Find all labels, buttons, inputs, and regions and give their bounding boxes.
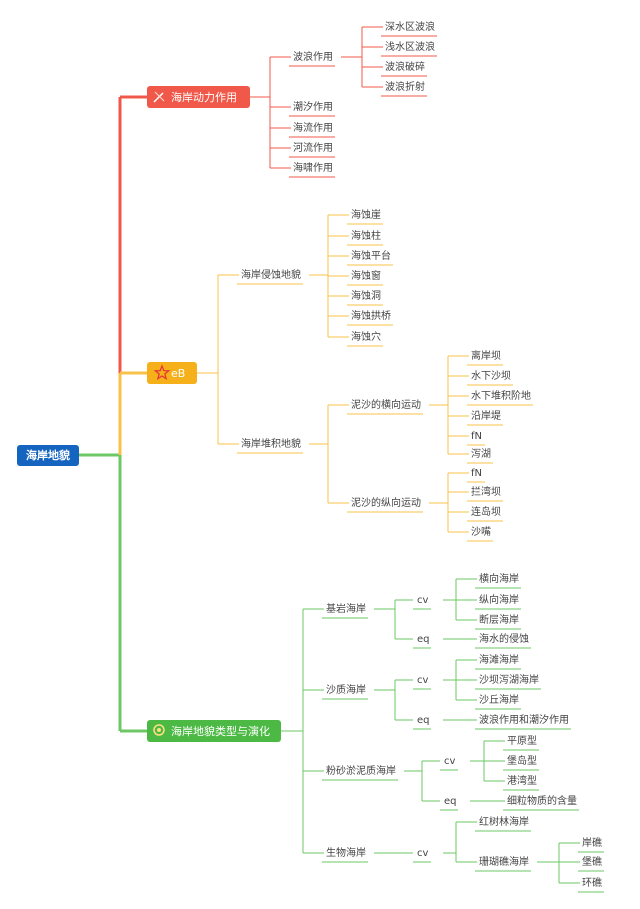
leaf-erosion-4: 海蚀洞 [351, 289, 381, 302]
branch-3-node[interactable] [147, 720, 281, 742]
leaf-erosion-2: 海蚀平台 [351, 249, 391, 262]
branch-2-label: eB [171, 367, 185, 380]
root-node[interactable] [17, 445, 79, 466]
node-eq-2: eq [444, 796, 457, 807]
node-cv-0: cv [417, 595, 428, 606]
mindmap-nodes: 海岸地貌 海岸动力作用 eB 海岸地貌类型与演化 波浪作用 深水区波浪浅水区波浪波浪破碎波… [17, 20, 602, 889]
leaf-coast-2-0-2: 港湾型 [507, 774, 537, 787]
connector-lines [79, 26, 604, 893]
node-dyn-4: 海啸作用 [293, 161, 333, 174]
leaf-coast-0-0-1: 纵向海岸 [479, 593, 519, 606]
leaf-reef-2: 环礁 [582, 876, 602, 889]
root-label: 海岸地貌 [26, 448, 70, 462]
leaf-coast-0-0-0: 横向海岸 [479, 572, 519, 585]
node-dyn-3: 河流作用 [293, 141, 333, 154]
leaf-coast-1-0-1: 沙坝泻湖海岸 [479, 673, 539, 686]
leaf-coast-2-0-1: 堡岛型 [507, 754, 537, 767]
node-sediment-0: 泥沙的横向运动 [351, 398, 421, 411]
leaf-coast-0-0-2: 断层海岸 [479, 613, 519, 626]
leaf-coast-2-0-0: 平原型 [507, 734, 537, 747]
node-eq-1: eq [417, 715, 430, 726]
node-coast-type-2: 粉砂淤泥质海岸 [326, 764, 396, 777]
leaf-sediment-0-2: 水下堆积阶地 [471, 389, 531, 402]
node-dyn-2: 海流作用 [293, 121, 333, 134]
leaf-wave-3: 波浪折射 [385, 80, 425, 93]
leaf-coast-3-0-0: 红树林海岸 [479, 815, 529, 828]
leaf-coast-1-0-2: 沙丘海岸 [479, 693, 519, 706]
leaf-sediment-1-0: fN [471, 468, 482, 479]
leaf-coast-1-0-0: 海滩海岸 [479, 653, 519, 666]
node-erosion: 海岸侵蚀地貌 [241, 268, 301, 281]
node-wave: 波浪作用 [293, 50, 333, 63]
leaf-erosion-5: 海蚀拱桥 [351, 309, 391, 322]
leaf-sediment-1-2: 连岛坝 [471, 505, 501, 518]
leaf-coast-0-1-0: 海水的侵蚀 [479, 632, 529, 645]
node-coast-type-0: 基岩海岸 [326, 602, 366, 615]
leaf-wave-2: 波浪破碎 [385, 60, 425, 73]
leaf-coast-3-0-1: 珊瑚礁海岸 [479, 855, 529, 868]
leaf-wave-0: 深水区波浪 [385, 20, 435, 33]
leaf-sediment-0-1: 水下沙坝 [471, 370, 511, 382]
leaf-erosion-3: 海蚀窗 [351, 269, 381, 282]
award-icon [153, 724, 165, 736]
leaf-erosion-6: 海蚀穴 [351, 330, 381, 343]
leaf-erosion-0: 海蚀崖 [351, 208, 381, 221]
node-cv-3: cv [417, 848, 428, 859]
leaf-sediment-1-1: 拦湾坝 [471, 485, 501, 498]
leaf-sediment-0-5: 泻湖 [471, 447, 491, 460]
node-dyn-1: 潮汐作用 [293, 100, 333, 113]
node-eq-0: eq [417, 634, 430, 645]
node-coast-type-1: 沙质海岸 [326, 683, 366, 696]
branch-1-label: 海岸动力作用 [171, 90, 237, 104]
leaf-erosion-1: 海蚀柱 [351, 229, 381, 242]
node-sediment-1: 泥沙的纵向运动 [351, 496, 421, 509]
leaf-wave-1: 浅水区波浪 [385, 40, 435, 53]
tools-icon [153, 91, 165, 103]
leaf-reef-0: 岸礁 [582, 836, 602, 849]
leaf-reef-1: 堡礁 [582, 855, 602, 868]
leaf-sediment-0-3: 沿岸堤 [471, 410, 501, 422]
branch-2-node[interactable] [147, 362, 197, 384]
star-icon [153, 364, 171, 381]
branch-1-node[interactable] [147, 86, 250, 108]
leaf-sediment-0-4: fN [471, 431, 482, 442]
leaf-sediment-1-3: 沙嘴 [471, 526, 491, 538]
node-cv-2: cv [444, 756, 455, 767]
node-coast-type-3: 生物海岸 [326, 846, 366, 859]
node-deposition: 海岸堆积地貌 [241, 437, 301, 450]
leaf-coast-1-1-0: 波浪作用和潮汐作用 [479, 713, 569, 726]
node-cv-1: cv [417, 675, 428, 686]
branch-3-label: 海岸地貌类型与演化 [171, 724, 270, 738]
leaf-sediment-0-0: 离岸坝 [471, 349, 501, 362]
leaf-coast-2-1-0: 细粒物质的含量 [507, 794, 577, 807]
